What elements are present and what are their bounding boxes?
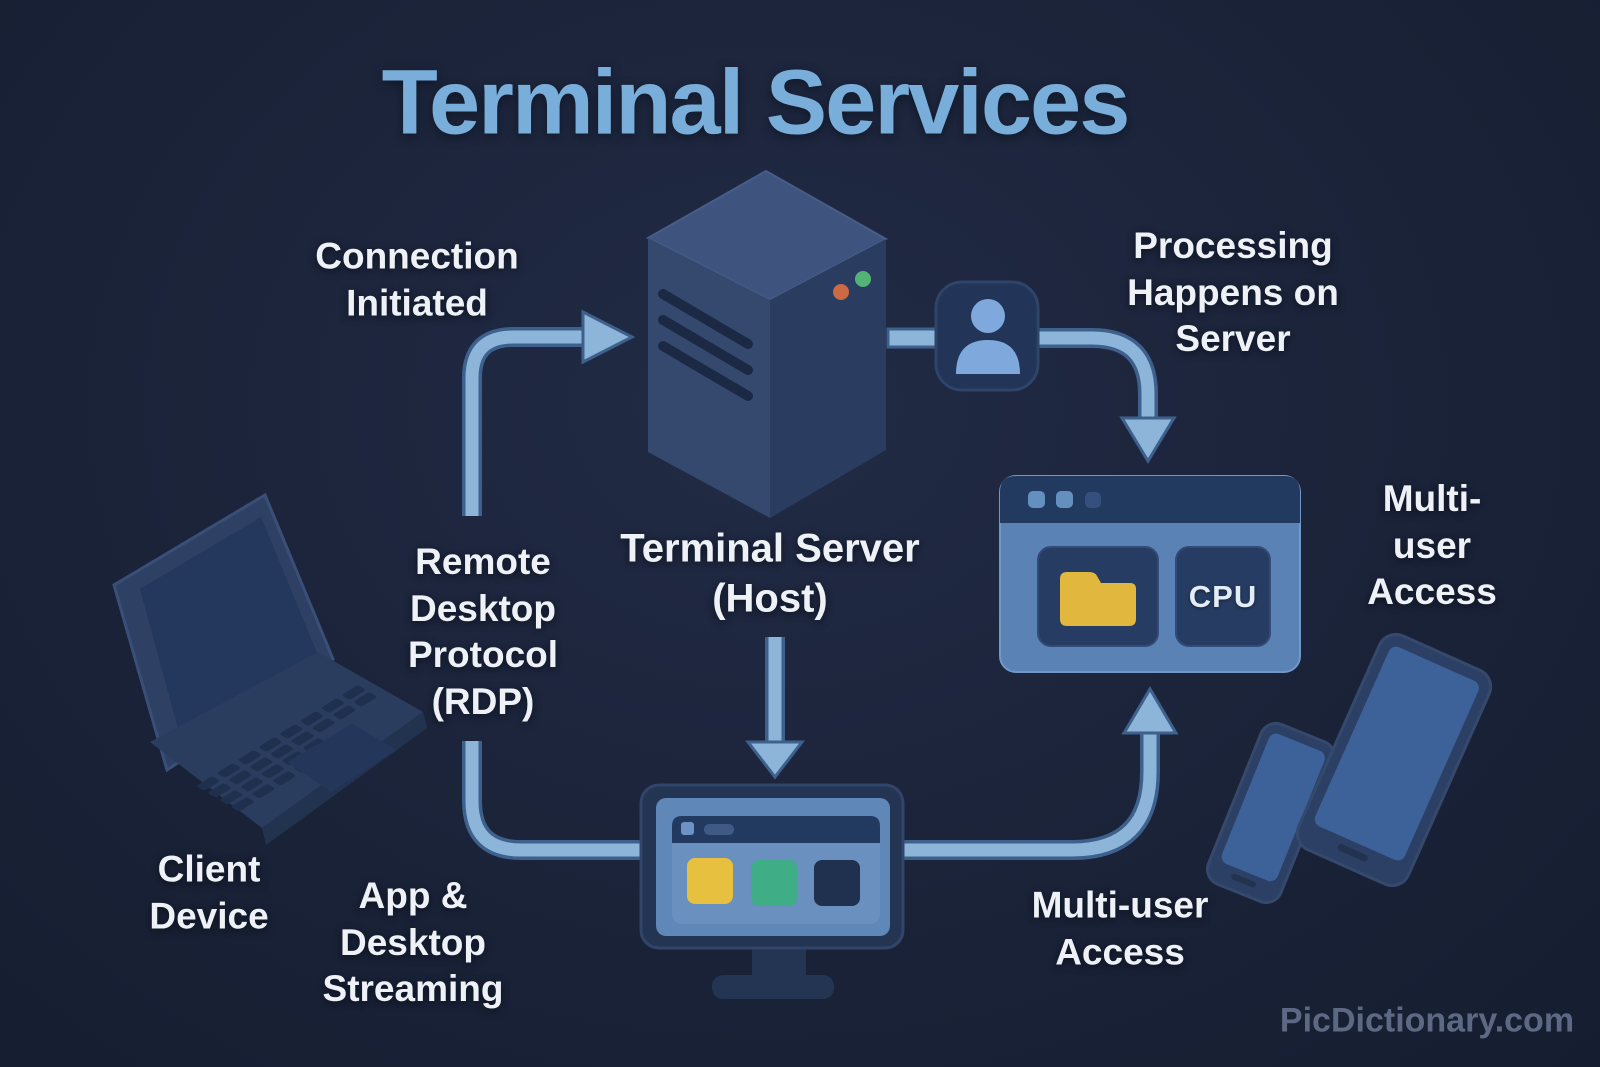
monitor-stand	[752, 944, 806, 980]
server-icon	[645, 169, 889, 518]
arrow-server-to-desktop	[744, 637, 806, 780]
tablet-icon	[1295, 632, 1493, 888]
app-tile-green	[751, 860, 797, 906]
desktop-monitor-icon	[639, 783, 905, 999]
label-client-device: Client Device	[149, 848, 269, 936]
app-tile-yellow	[687, 858, 733, 904]
folder-icon	[1060, 572, 1136, 626]
label-multi-user-bottom: Multi-user Access	[1031, 884, 1209, 972]
monitor-base	[712, 975, 834, 999]
connector-server-to-user	[886, 327, 944, 349]
label-app-streaming: App & Desktop Streaming	[322, 875, 504, 1010]
phone-icon	[1205, 721, 1337, 905]
laptop-icon	[112, 492, 427, 845]
label-multi-user-right: Multi-user Access	[1367, 478, 1497, 613]
line-rdp-to-streaming	[462, 741, 648, 860]
arrow-connection-initiated	[462, 309, 636, 516]
label-processing: Processing Happens on Server	[1127, 225, 1339, 360]
trackpad	[287, 724, 397, 792]
label-connection-initiated: Connection Initiated	[315, 235, 519, 323]
cpu-label: CPU	[1188, 579, 1258, 614]
page-title: Terminal Services	[381, 51, 1131, 154]
server-led-green	[855, 271, 871, 287]
keyboard-keys	[197, 685, 377, 812]
window-dot-3	[1085, 492, 1101, 508]
session-window-icon	[999, 475, 1301, 673]
watermark: PicDictionary.com	[1279, 1001, 1575, 1040]
server-led-orange	[833, 284, 849, 300]
cpu-chip	[1175, 546, 1271, 647]
window-dot-2	[1056, 491, 1073, 508]
label-terminal-server: Terminal Server (Host)	[620, 526, 920, 621]
label-rdp: Remote Desktop Protocol (RDP)	[407, 540, 559, 722]
app-tile-navy	[814, 860, 860, 906]
arrow-user-to-session-window	[1038, 328, 1177, 464]
arrow-desktop-to-session-window	[900, 686, 1179, 860]
user-icon	[934, 280, 1040, 392]
server-vents	[658, 289, 753, 401]
window-dot-1	[1028, 491, 1045, 508]
